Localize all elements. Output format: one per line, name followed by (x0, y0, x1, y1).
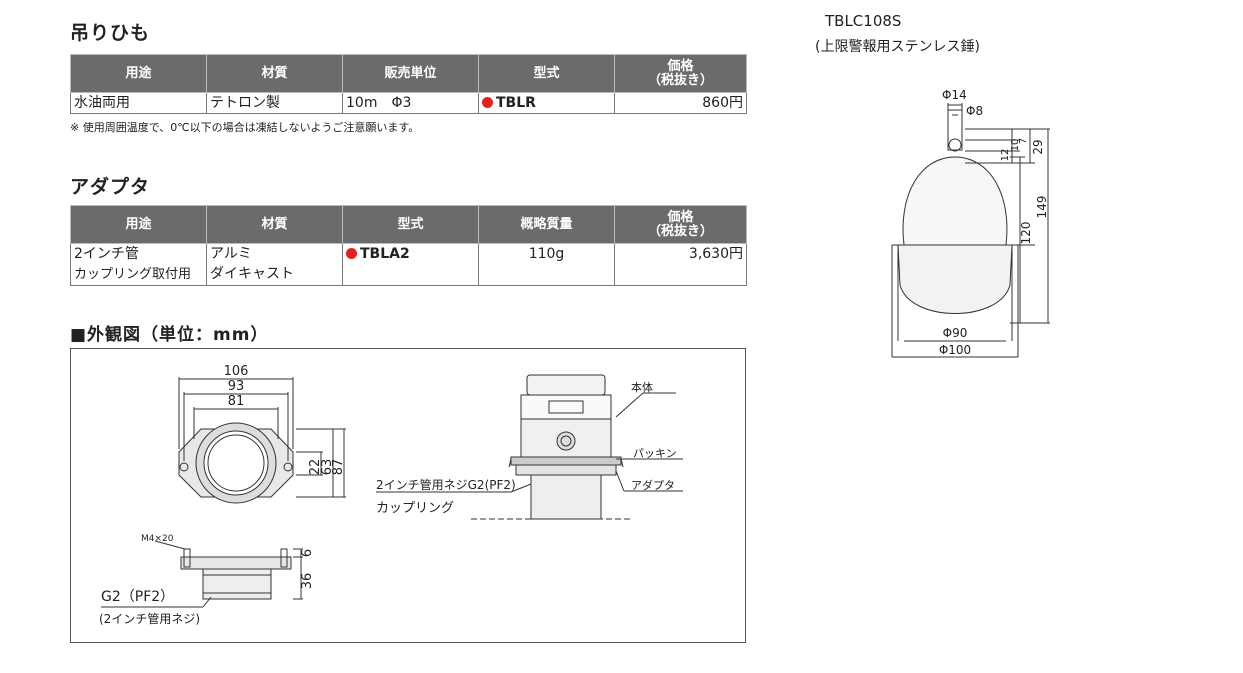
table-row: 水油両用 テトロン製 10m Φ3 TBLR 860円 (70, 92, 747, 114)
label-packing: パッキン (633, 447, 677, 460)
use-line-1: 2インチ管 (74, 246, 139, 262)
dim-7: 7 (1018, 138, 1029, 144)
dim-12: 12 (1000, 149, 1011, 162)
label-adapter: アダプタ (631, 478, 675, 492)
header-price-label: 価格 (667, 58, 694, 74)
dim-d100: Φ100 (939, 343, 971, 357)
dim-81: 81 (228, 394, 245, 409)
header-mass: 概略質量 (478, 205, 615, 244)
model-dot-icon (346, 248, 357, 259)
header-use: 用途 (70, 205, 207, 244)
section-title-hanging-cord: 吊りひも (70, 22, 151, 44)
section-title-adapter: アダプタ (70, 176, 151, 198)
header-material: 材質 (206, 205, 343, 244)
cell-price: 860円 (614, 92, 747, 114)
header-use: 用途 (70, 54, 207, 93)
outline-drawing-frame: 106 93 81 22 63 87 M4×20 6 36 G2（PF2） (2… (70, 348, 746, 643)
header-price: 価格（税抜き） (614, 205, 747, 244)
cell-mass: 110g (478, 243, 615, 286)
cell-use: 2インチ管カップリング取付用 (70, 243, 207, 286)
cell-price: 3,630円 (614, 243, 747, 286)
cell-unit: 10m Φ3 (342, 92, 479, 114)
table-row: 2インチ管カップリング取付用 アルミダイキャスト TBLA2 110g 3,63… (70, 243, 747, 286)
label-body: 本体 (631, 380, 653, 394)
dim-87: 87 (331, 459, 346, 476)
material-line-2: ダイキャスト (210, 266, 294, 282)
header-model: 型式 (342, 205, 479, 244)
weight-description: (上限警報用ステンレス錘) (815, 39, 980, 55)
hanging-cord-table: 用途 材質 販売単位 型式 価格（税抜き） 水油両用 テトロン製 10m Φ3 … (70, 54, 747, 114)
cell-material: テトロン製 (206, 92, 343, 114)
dim-d8: Φ8 (966, 104, 983, 118)
table-header-row: 用途 材質 型式 概略質量 価格（税抜き） (70, 205, 747, 244)
label-pipe-thread: 2インチ管用ネジG2(PF2) (376, 477, 516, 492)
cell-model: TBLA2 (342, 243, 479, 286)
dim-d14: Φ14 (942, 88, 967, 102)
header-model: 型式 (478, 54, 615, 93)
dim-10: 10 (1010, 139, 1021, 152)
model-code: TBLA2 (360, 246, 410, 262)
dim-36: 36 (300, 573, 315, 590)
table-header-row: 用途 材質 販売単位 型式 価格（税抜き） (70, 54, 747, 93)
model-dot-icon (482, 97, 493, 108)
top-view-drawing (178, 377, 346, 504)
dim-149: 149 (1035, 196, 1049, 219)
assembly-drawing (376, 374, 683, 520)
weight-drawing: Φ14 Φ8 7 10 12 29 149 120 Φ90 Φ100 (891, 88, 1050, 358)
dim-d90: Φ90 (943, 326, 968, 340)
dim-29: 29 (1031, 139, 1045, 154)
dim-120: 120 (1019, 222, 1033, 245)
dim-6: 6 (300, 549, 315, 557)
dim-106: 106 (224, 364, 249, 379)
header-material: 材質 (206, 54, 343, 93)
thread-note: (2インチ管用ネジ) (99, 611, 200, 626)
bolt-label: M4×20 (141, 534, 174, 544)
cell-model: TBLR (478, 92, 615, 114)
cell-use: 水油両用 (70, 92, 207, 114)
header-unit: 販売単位 (342, 54, 479, 93)
dim-63: 63 (320, 459, 335, 476)
header-price-note: （税抜き） (647, 223, 713, 239)
outline-drawing: 106 93 81 22 63 87 M4×20 6 36 G2（PF2） (2… (99, 364, 683, 626)
header-price-label: 価格 (667, 209, 694, 225)
side-view-drawing (101, 540, 303, 608)
section-title-outline: ■外観図（単位：mm） (70, 325, 269, 345)
adapter-table: 用途 材質 型式 概略質量 価格（税抜き） 2インチ管カップリング取付用 アルミ… (70, 205, 747, 286)
label-coupling: カップリング (376, 501, 454, 516)
header-price-note: （税抜き） (647, 72, 713, 88)
use-line-2: カップリング取付用 (74, 267, 192, 282)
material-line-1: アルミ (210, 246, 252, 262)
cell-material: アルミダイキャスト (206, 243, 343, 286)
header-price: 価格（税抜き） (614, 54, 747, 93)
weight-model: TBLC108S (825, 12, 902, 30)
note-text: ※ 使用周囲温度で、0℃以下の場合は凍結しないようご注意願います。 (70, 121, 420, 134)
dim-22: 22 (308, 459, 323, 476)
dim-93: 93 (228, 379, 245, 394)
model-code: TBLR (496, 95, 536, 111)
thread-label: G2（PF2） (101, 589, 174, 605)
